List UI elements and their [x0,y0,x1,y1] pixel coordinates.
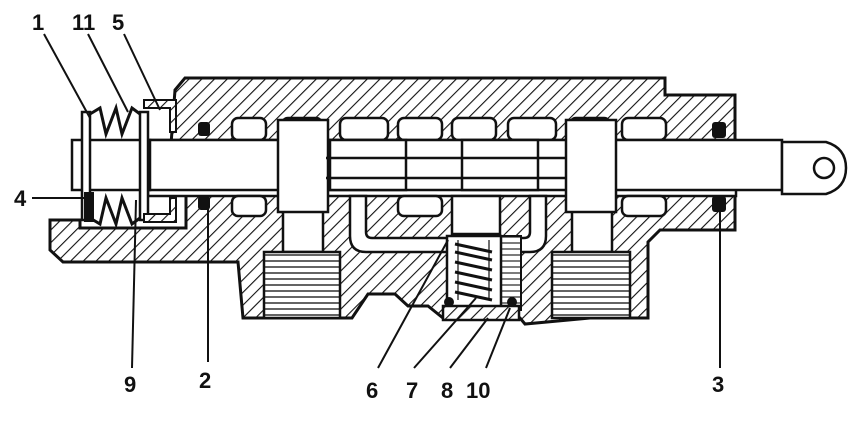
bore-grooves-bottom [230,194,668,218]
callout-label: 8 [441,378,453,403]
relief-valve-bore [441,194,522,322]
centering-spring-assembly [70,99,177,230]
relief-spring [454,242,493,302]
callout-labels: 1 11 5 4 9 2 6 7 8 10 3 [14,10,724,403]
callout-label: 9 [124,372,136,397]
valve-body [48,76,738,326]
leader-lines [32,33,721,369]
callout-label: 10 [466,378,490,403]
right-outlet-port [550,194,632,320]
callout-label: 4 [14,186,27,211]
callout-label: 6 [366,378,378,403]
callout-label: 7 [406,378,418,403]
callout-label: 1 [32,10,44,35]
callout-label: 3 [712,372,724,397]
callout-label: 2 [199,368,211,393]
centering-spring [89,102,141,230]
relief-plug [441,304,521,322]
callout-label: 11 [72,10,95,35]
clevis-hole-icon [812,156,836,180]
callout-label: 5 [112,10,124,35]
spool [146,118,784,214]
